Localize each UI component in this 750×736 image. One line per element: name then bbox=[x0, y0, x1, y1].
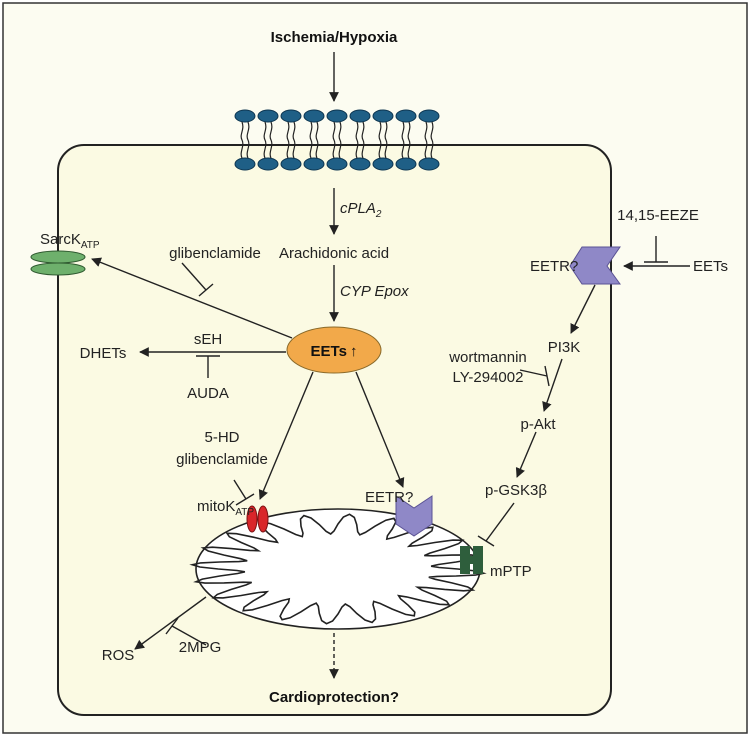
eetr-membrane-label: EETR? bbox=[530, 258, 578, 275]
eets-right-label: EETs bbox=[693, 258, 728, 275]
stimulus-label: Ischemia/Hypoxia bbox=[271, 29, 398, 46]
eets-label: EETs↑ bbox=[311, 343, 358, 360]
sarck-atp-label: SarcKATP bbox=[40, 231, 100, 251]
glibenclamide-mito-label: glibenclamide bbox=[176, 451, 268, 468]
eetr-mito-label: EETR? bbox=[365, 489, 413, 506]
seh-label: sEH bbox=[194, 331, 222, 348]
ros-label: ROS bbox=[102, 647, 135, 664]
auda-label: AUDA bbox=[187, 385, 229, 402]
mitochondrion-icon bbox=[189, 508, 487, 630]
eetr-receptor-icon bbox=[569, 246, 621, 285]
sarck-atp-channel-icon bbox=[30, 250, 86, 276]
mitok-atp-label: mitoKATP bbox=[197, 498, 254, 518]
twompg-label: 2MPG bbox=[179, 639, 222, 656]
eetr-mito-receptor-icon bbox=[395, 495, 433, 537]
phospholipid-bilayer-icon bbox=[234, 109, 440, 171]
pathway-arrows bbox=[91, 52, 690, 679]
mitok-atp-channel-icon bbox=[246, 505, 269, 533]
cpla2-label: cPLA2 bbox=[340, 200, 382, 220]
glibenclamide-top-label: glibenclamide bbox=[169, 245, 261, 262]
cyp-epox-label: CYP Epox bbox=[340, 283, 409, 300]
ly294002-label: LY-294002 bbox=[453, 369, 524, 386]
eets-node bbox=[286, 326, 382, 374]
dhets-label: DHETs bbox=[80, 345, 127, 362]
five-hd-label: 5-HD bbox=[204, 429, 239, 446]
mptp-label: mPTP bbox=[490, 563, 532, 580]
eeze-label: 14,15-EEZE bbox=[617, 207, 699, 224]
pi3k-label: PI3K bbox=[548, 339, 581, 356]
mptp-pore-icon bbox=[460, 546, 483, 574]
pakt-label: p-Akt bbox=[520, 416, 556, 433]
cardioprotection-label: Cardioprotection? bbox=[269, 689, 399, 706]
wortmannin-label: wortmannin bbox=[448, 349, 527, 366]
pgsk3b-label: p-GSK3β bbox=[485, 482, 547, 499]
arachidonic-acid-label: Arachidonic acid bbox=[279, 245, 389, 262]
